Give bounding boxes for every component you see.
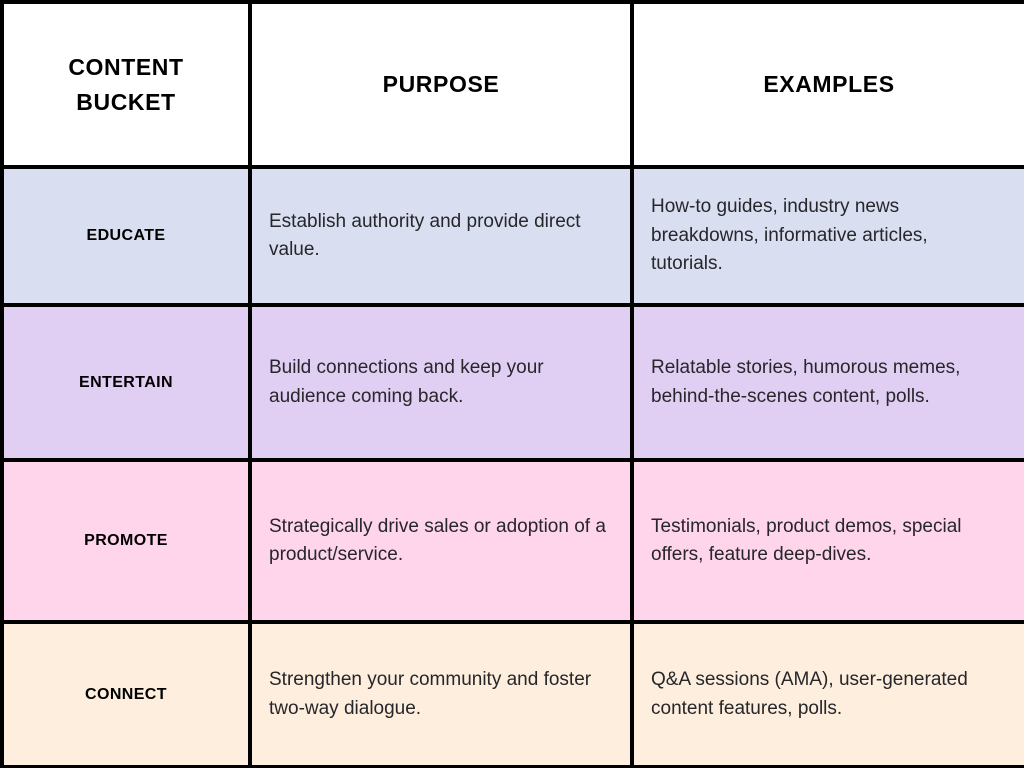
examples-cell-entertain: Relatable stories, humorous memes, behin… — [630, 303, 1024, 462]
examples-cell-connect: Q&A sessions (AMA), user-generated conte… — [630, 620, 1024, 768]
bucket-label-educate: EDUCATE — [0, 165, 252, 307]
examples-cell-promote: Testimonials, product demos, special off… — [630, 458, 1024, 624]
header-row: CONTENT BUCKET PURPOSE EXAMPLES — [0, 0, 1024, 169]
table-row-connect: CONNECT Strengthen your community and fo… — [0, 620, 1024, 768]
table-row-entertain: ENTERTAIN Build connections and keep you… — [0, 303, 1024, 462]
table-row-educate: EDUCATE Establish authority and provide … — [0, 165, 1024, 307]
table-row-promote: PROMOTE Strategically drive sales or ado… — [0, 458, 1024, 624]
examples-cell-educate: How-to guides, industry news breakdowns,… — [630, 165, 1024, 307]
column-header-content-bucket: CONTENT BUCKET — [0, 0, 252, 169]
column-header-examples: EXAMPLES — [630, 0, 1024, 169]
bucket-label-connect: CONNECT — [0, 620, 252, 768]
purpose-cell-connect: Strengthen your community and foster two… — [248, 620, 634, 768]
purpose-cell-educate: Establish authority and provide direct v… — [248, 165, 634, 307]
bucket-label-promote: PROMOTE — [0, 458, 252, 624]
bucket-label-entertain: ENTERTAIN — [0, 303, 252, 462]
column-header-purpose: PURPOSE — [248, 0, 634, 169]
purpose-cell-promote: Strategically drive sales or adoption of… — [248, 458, 634, 624]
purpose-cell-entertain: Build connections and keep your audience… — [248, 303, 634, 462]
